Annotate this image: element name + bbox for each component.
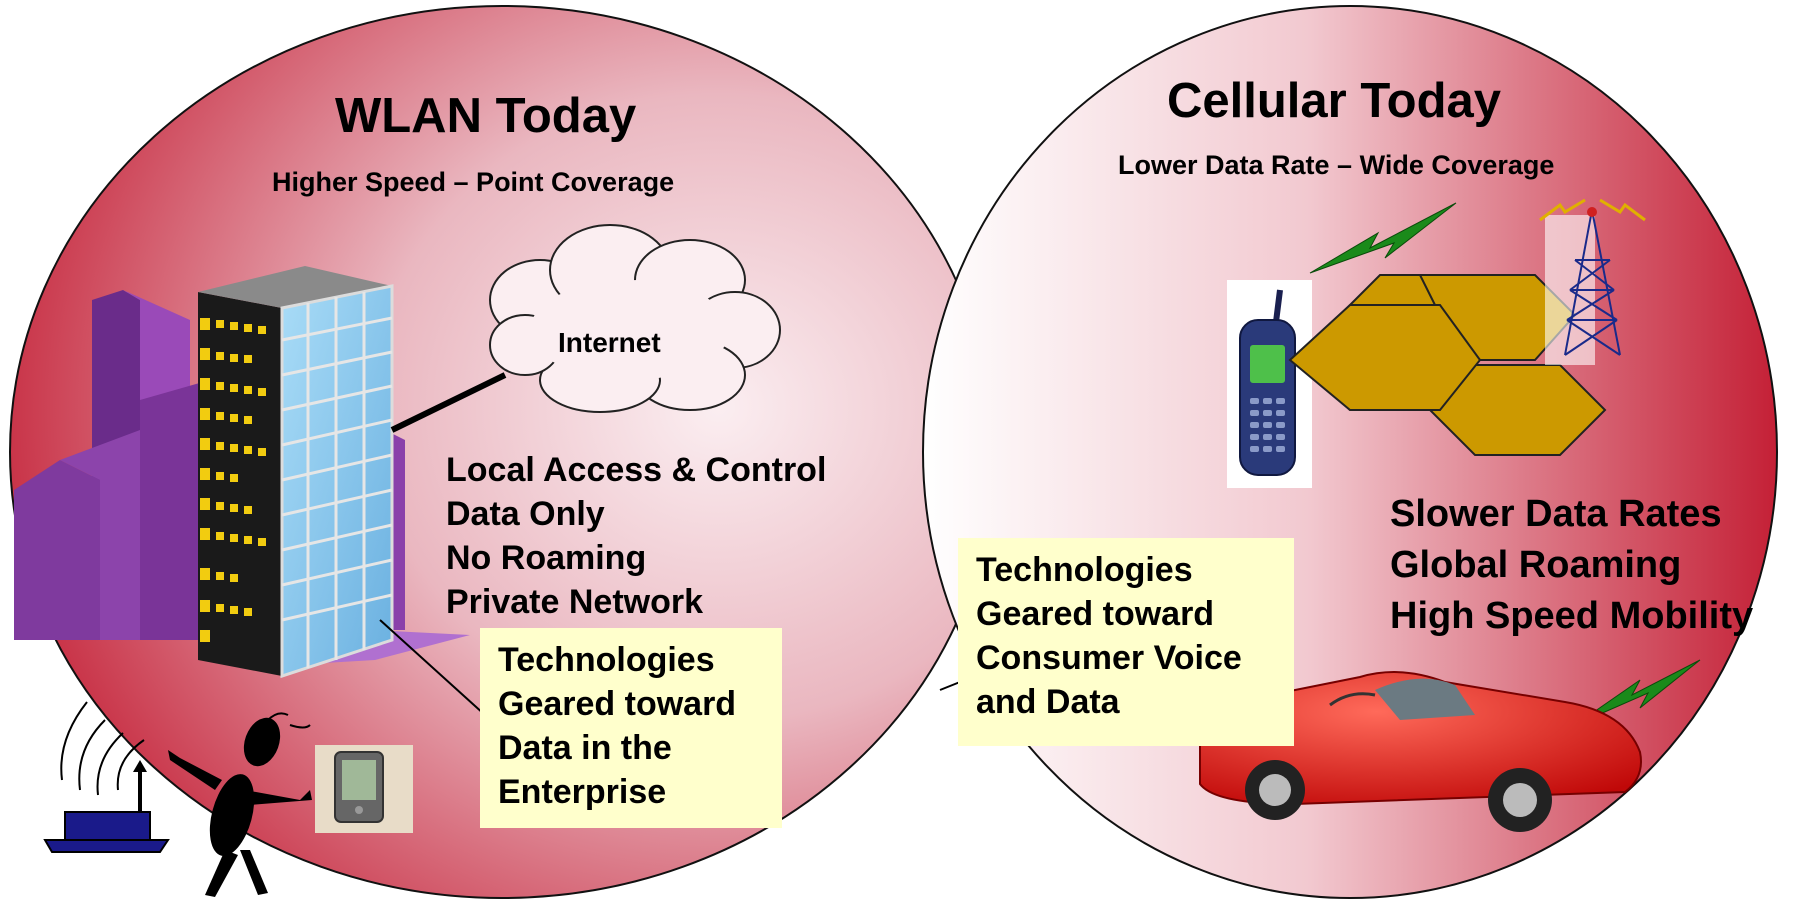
internet-cloud-icon <box>489 224 781 413</box>
router-icon <box>43 701 170 853</box>
cellular-note-box: Technologies Geared toward Consumer Voic… <box>958 538 1294 746</box>
wlan-feature-item: Local Access & Control <box>446 451 827 489</box>
wlan-note-pointer <box>379 619 486 716</box>
pda-icon <box>315 745 413 833</box>
cell-tower-icon <box>1539 198 1646 365</box>
wlan-note-box: Technologies Geared toward Data in the E… <box>480 628 782 828</box>
cellular-note-line: and Data <box>976 683 1120 721</box>
office-building-icon <box>14 266 470 679</box>
cellular-feature-list: Slower Data Rates Global Roaming High Sp… <box>1390 489 1753 642</box>
cellular-feature-item: Global Roaming <box>1390 544 1682 586</box>
wlan-subtitle: Higher Speed – Point Coverage <box>272 167 675 197</box>
cellular-note-line: Geared toward <box>976 595 1215 633</box>
cellular-subtitle: Lower Data Rate – Wide Coverage <box>1118 150 1555 180</box>
wlan-feature-item: No Roaming <box>446 539 647 577</box>
internet-label: Internet <box>558 327 661 358</box>
wlan-note-line: Technologies <box>498 641 715 679</box>
wlan-note-line: Enterprise <box>498 773 667 811</box>
wlan-note-line: Geared toward <box>498 685 737 723</box>
coverage-hexagons-icon <box>1288 274 1607 456</box>
internet-link-line <box>390 372 507 433</box>
cellular-feature-item: Slower Data Rates <box>1390 493 1722 535</box>
wlan-feature-item: Private Network <box>446 583 703 621</box>
wlan-feature-list: Local Access & Control Data Only No Roam… <box>446 448 826 624</box>
cellular-note-line: Consumer Voice <box>976 639 1242 677</box>
wlan-title: WLAN Today <box>335 89 637 143</box>
person-icon <box>168 712 312 897</box>
lightning-bolt-icon <box>1309 202 1701 726</box>
cellular-feature-item: High Speed Mobility <box>1390 595 1754 637</box>
sports-car-icon <box>1199 671 1642 832</box>
wlan-note-line: Data in the <box>498 729 672 767</box>
cell-phone-icon <box>1227 280 1312 488</box>
cellular-note-line: Technologies <box>976 551 1193 589</box>
cellular-title: Cellular Today <box>1167 74 1502 128</box>
wlan-feature-item: Data Only <box>446 495 605 533</box>
